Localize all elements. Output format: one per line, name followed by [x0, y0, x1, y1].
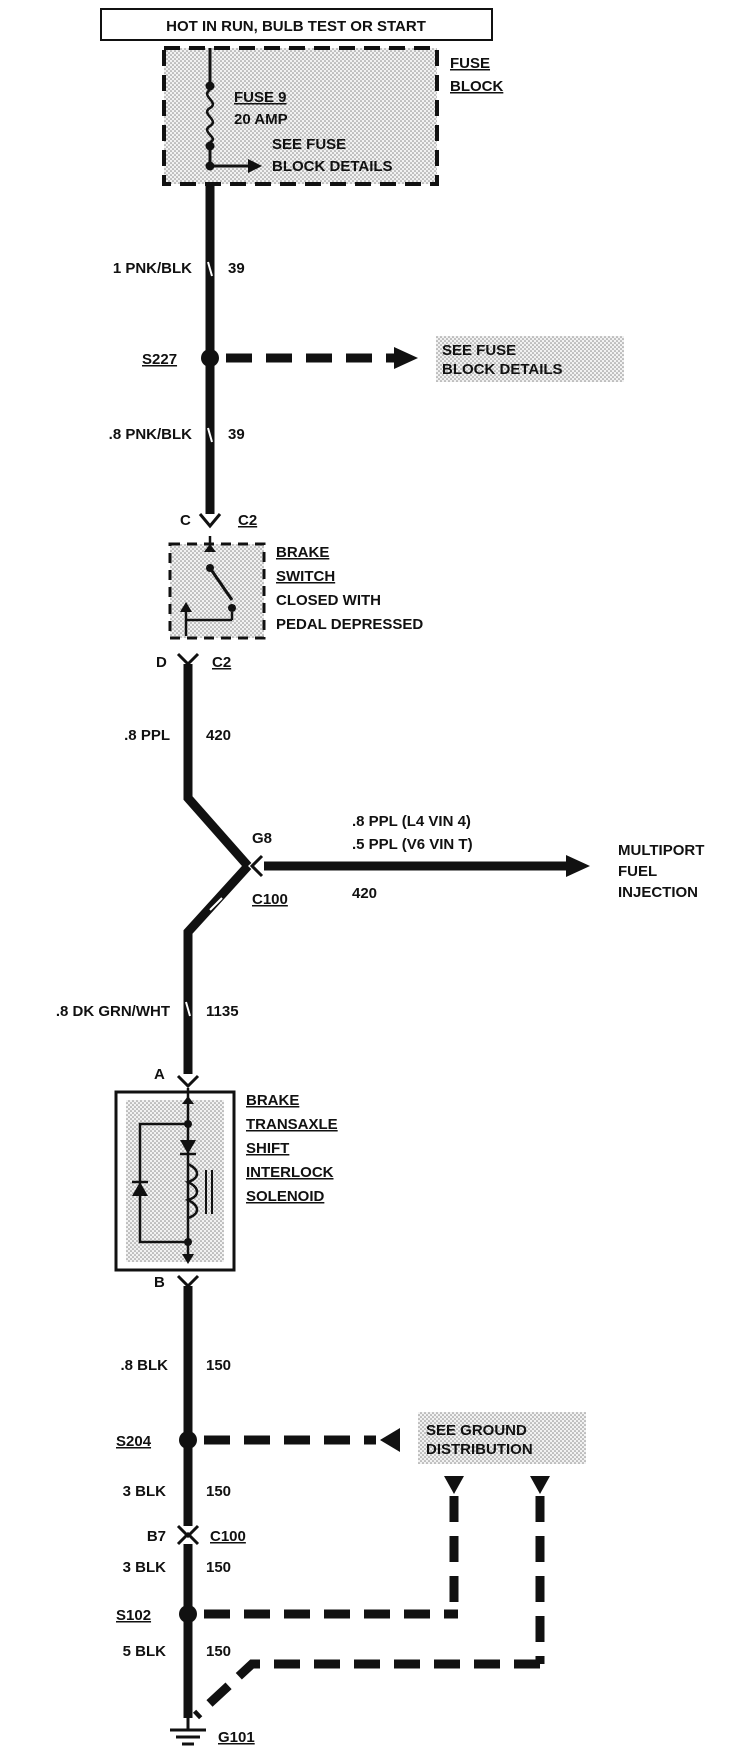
power-source-box [100, 8, 493, 41]
conn-b7-conn: C100 [210, 1528, 246, 1545]
wire-7-circuit: 150 [206, 1559, 231, 1576]
connector-c2-bottom [176, 652, 200, 667]
ground-return-line [192, 1659, 540, 1720]
brake-switch-title1: BRAKE [276, 544, 329, 561]
splice-s227-ref-line2: BLOCK DETAILS [442, 361, 563, 378]
wire-2 [205, 360, 215, 514]
wire-5-gauge-color: .8 BLK [120, 1357, 168, 1374]
fuse-block-see-line1: SEE FUSE [272, 136, 346, 153]
brake-switch-conn-in: C2 [238, 512, 257, 529]
solenoid-icon [132, 1088, 213, 1264]
injection-dest-line1: MULTIPORT [618, 842, 704, 859]
solenoid-pin-out: B [154, 1274, 165, 1291]
branch-line2: .5 PPL (V6 VIN T) [352, 836, 473, 853]
splice-s204-reference-line [204, 1428, 400, 1452]
brake-switch-conn-out: C2 [212, 654, 231, 671]
splice-s204-label: S204 [116, 1433, 152, 1450]
solenoid-title4: INTERLOCK [246, 1164, 334, 1181]
conn-b7-pin: B7 [147, 1528, 166, 1545]
wire-8-gauge-color: 5 BLK [123, 1643, 167, 1660]
brake-switch-desc1: CLOSED WITH [276, 592, 381, 609]
ground-icon [170, 1718, 206, 1746]
branch-circuit: 420 [352, 885, 377, 902]
splice-s227-reference-box [436, 336, 624, 382]
wire-3 [183, 664, 252, 869]
brake-switch-pin-in: C [180, 512, 191, 529]
solenoid-title3: SHIFT [246, 1140, 289, 1157]
fuse-block-see-line2: BLOCK DETAILS [272, 158, 393, 175]
wire-1-gauge-color: 1 PNK/BLK [113, 260, 192, 277]
power-source-label: HOT IN RUN, BULB TEST OR START [166, 18, 426, 35]
solenoid-title2: TRANSAXLE [246, 1116, 338, 1133]
connector-c100-g8 [249, 854, 264, 878]
solenoid-title1: BRAKE [246, 1092, 299, 1109]
fuse-rating: 20 AMP [234, 111, 288, 128]
splice-s204-ref-line1: SEE GROUND [426, 1422, 527, 1439]
junction-pin: G8 [252, 830, 272, 847]
wire-1-circuit: 39 [228, 260, 245, 277]
splice-s102-label: S102 [116, 1607, 151, 1624]
splice-s204-reference-box [418, 1412, 586, 1464]
wire-6-circuit: 150 [206, 1483, 231, 1500]
junction-conn: C100 [252, 891, 288, 908]
wire-2-gauge-color: .8 PNK/BLK [109, 426, 193, 443]
injection-dest-line2: FUEL [618, 863, 657, 880]
wire-4-circuit: 1135 [206, 1003, 239, 1020]
solenoid-title5: SOLENOID [246, 1188, 325, 1205]
splice-s204-ref-line2: DISTRIBUTION [426, 1441, 533, 1458]
wire-3-circuit: 420 [206, 727, 231, 744]
ground-label: G101 [218, 1729, 255, 1746]
wire-5-circuit: 150 [206, 1357, 231, 1374]
solenoid-pin-in: A [154, 1066, 165, 1083]
wire-6-gauge-color: 3 BLK [123, 1483, 167, 1500]
injection-dest-line3: INJECTION [618, 884, 698, 901]
ground-distribution-feed-2 [530, 1476, 550, 1664]
splice-s227-reference-arrow [226, 347, 418, 369]
branch-wire-to-injection [264, 855, 590, 877]
connector-c100-b7 [176, 1524, 200, 1546]
fuse-block-title-line1: FUSE [450, 55, 490, 72]
brake-switch-box [168, 542, 266, 640]
brake-switch-title2: SWITCH [276, 568, 335, 585]
splice-s227-ref-line1: SEE FUSE [442, 342, 516, 359]
fuse-name: FUSE 9 [234, 89, 287, 106]
splice-s227-label: S227 [142, 351, 177, 368]
ground-distribution-feed-1 [444, 1476, 464, 1612]
wire-2-circuit: 39 [228, 426, 245, 443]
connector-c2-top [198, 513, 222, 529]
branch-line1: .8 PPL (L4 VIN 4) [352, 813, 471, 830]
brake-switch-desc2: PEDAL DEPRESSED [276, 616, 423, 633]
wire-4-gauge-color: .8 DK GRN/WHT [56, 1003, 170, 1020]
connector-solenoid-b [176, 1274, 200, 1289]
wire-8-circuit: 150 [206, 1643, 231, 1660]
brake-switch-icon [180, 536, 236, 636]
fuse-9-icon [205, 48, 262, 173]
wire-3-gauge-color: .8 PPL [124, 727, 170, 744]
wire-7-gauge-color: 3 BLK [123, 1559, 167, 1576]
fuse-block-title-line2: BLOCK [450, 78, 503, 95]
wire-1 [205, 186, 215, 356]
connector-solenoid-a [176, 1074, 200, 1089]
wire-4 [183, 862, 252, 1074]
brake-switch-pin-out: D [156, 654, 167, 671]
